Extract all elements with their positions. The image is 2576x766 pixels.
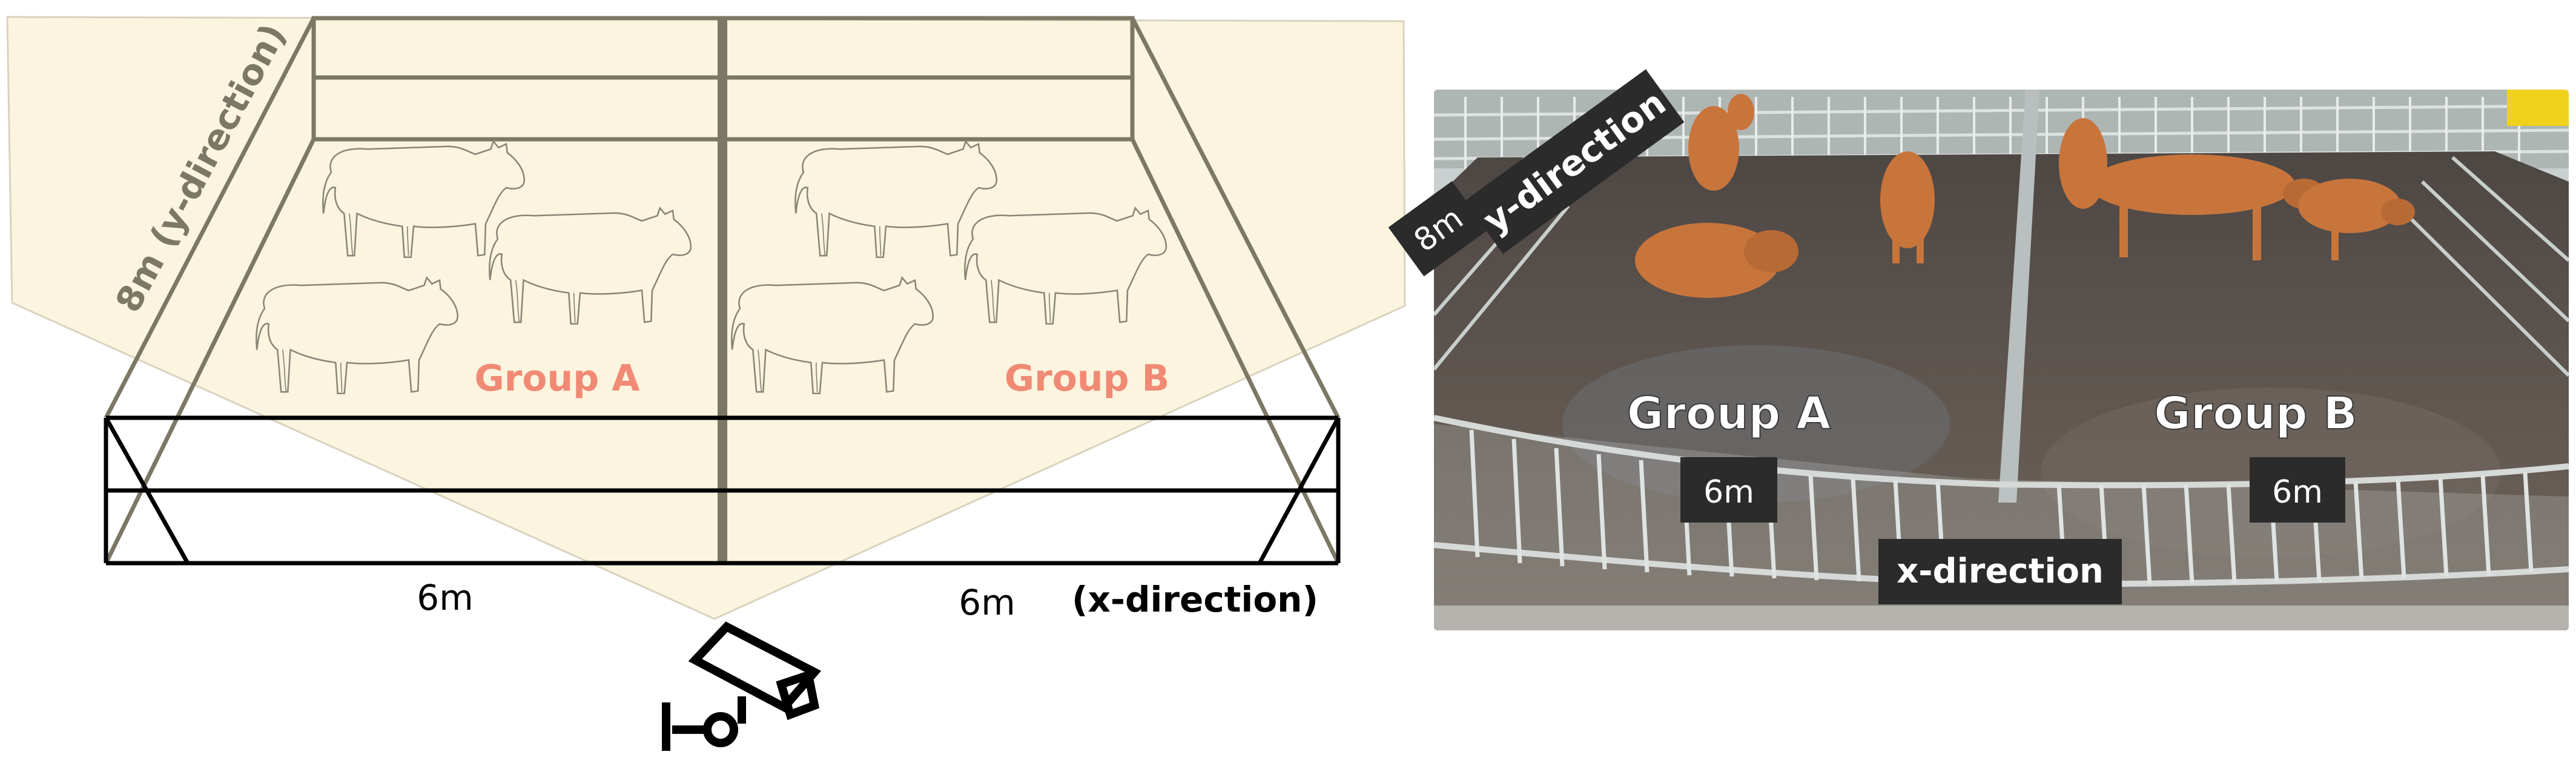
photo-y-direction-tag [1464, 69, 1685, 254]
pen-diagram: Group A Group B 8m (y-direction) 6m 6m (… [6, 16, 1406, 751]
photo-group-a-label: Group A [1627, 388, 1831, 440]
cattle [1635, 94, 2415, 298]
cctv-camera-icon [662, 621, 822, 751]
x-right-length-label: 6m [959, 582, 1015, 623]
photo-x-right-label: 6m [2272, 474, 2323, 510]
x-direction-label: (x-direction) [1072, 579, 1318, 620]
camera-field-of-view [6, 16, 1406, 620]
photo-x-direction-tag [1878, 539, 2122, 604]
photo-x-right-tag [2250, 457, 2345, 523]
photo-x-left-tag [1680, 457, 1777, 523]
group-a-label: Group A [474, 357, 640, 400]
x-left-length-label: 6m [417, 577, 473, 618]
photo-labels: Group A Group B 6m 6m x-direction y-dire… [1388, 69, 2358, 604]
photo-group-b-label: Group B [2154, 388, 2357, 440]
photo-y-length-tag [1388, 181, 1488, 277]
group-b-label: Group B [1005, 357, 1169, 400]
pen-front-frame [104, 415, 1341, 566]
photo-x-left-label: 6m [1703, 474, 1754, 510]
photo-x-direction-label: x-direction [1897, 552, 2104, 591]
